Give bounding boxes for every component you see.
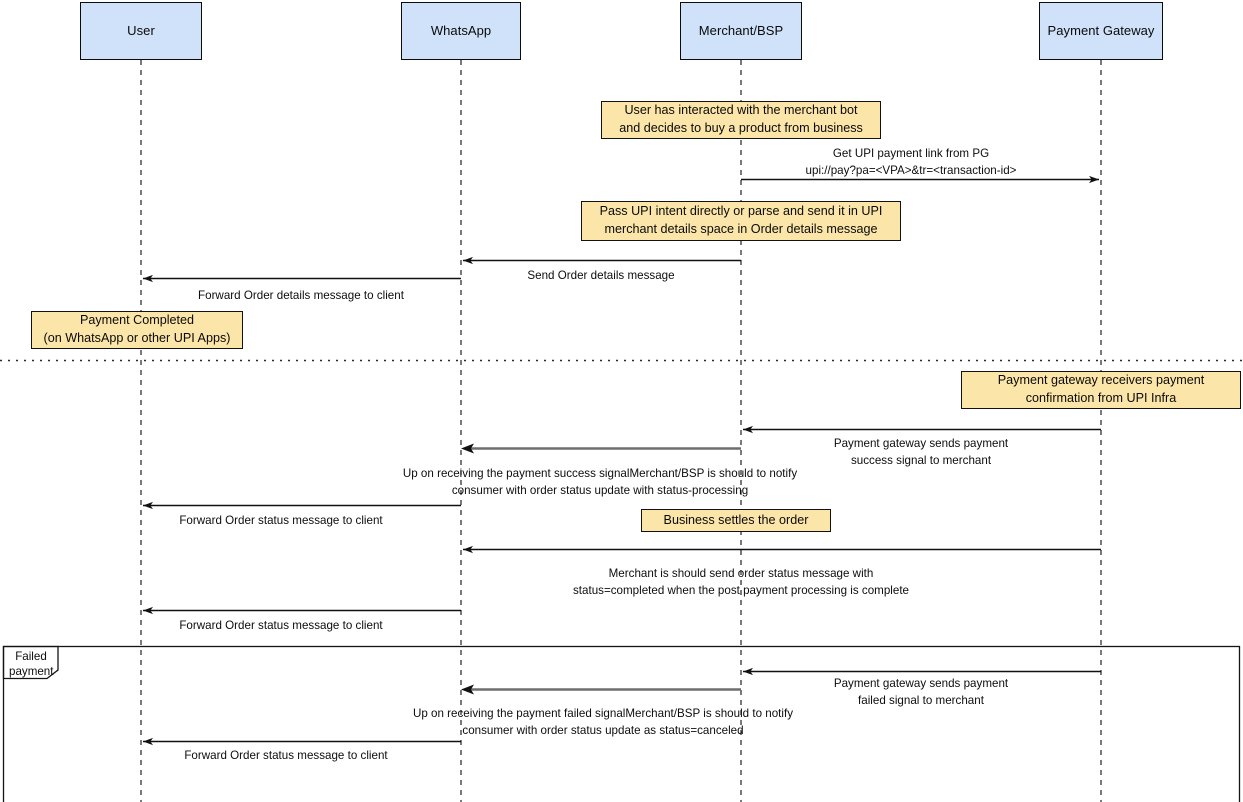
actor-merchant[interactable]: Merchant/BSP [680,2,802,60]
fragment-failed-payment-label: Failed payment [4,647,58,678]
label-forward-order-details: Forward Order details message to client [141,288,461,305]
label-order-status-completed: Merchant is should send order status mes… [441,566,1041,599]
label-gateway-failed-signal: Payment gateway sends payment failed sig… [741,676,1101,709]
note-payment-completed-line-1: Payment Completed [79,313,195,328]
fragment-failed-payment-box [2,645,1241,802]
label-gateway-failed-signal-line-1: Payment gateway sends payment [833,677,1009,690]
label-send-order-details: Send Order details message [461,268,741,285]
label-get-upi-link: Get UPI payment link from PG upi://pay?p… [721,146,1101,179]
label-forward-status-processing-line-1: Forward Order status message to client [179,514,383,527]
fragment-failed-payment-label-line-1: Failed [15,650,47,663]
label-notify-processing-line-2: consumer with order status update with s… [451,483,749,497]
fragment-failed-payment-label-line-2: payment [9,665,54,679]
label-forward-status-processing: Forward Order status message to client [121,513,441,530]
actor-whatsapp[interactable]: WhatsApp [401,2,521,60]
label-order-status-completed-line-2: status=completed when the post payment p… [572,583,910,597]
note-business-settles: Business settles the order [641,509,831,532]
actor-user[interactable]: User [80,2,202,60]
note-payment-completed-line-2: (on WhatsApp or other UPI Apps) [43,331,231,345]
note-user-interacted-line-2: and decides to buy a product from busine… [619,121,863,135]
label-notify-processing-line-1: Up on receiving the payment success sign… [402,467,798,480]
label-gateway-success-signal: Payment gateway sends payment success si… [741,436,1101,469]
arrowhead-notify-canceled [461,684,474,695]
label-send-order-details-line-1: Send Order details message [527,269,675,282]
label-notify-processing: Up on receiving the payment success sign… [380,466,820,499]
note-user-interacted: User has interacted with the merchant bo… [601,101,881,139]
actor-payment-gateway[interactable]: Payment Gateway [1039,2,1163,60]
label-forward-status-completed-line-1: Forward Order status message to client [179,619,383,632]
note-gateway-confirmation-line-2: confirmation from UPI Infra [1025,391,1177,405]
label-order-status-completed-line-1: Merchant is should send order status mes… [608,567,874,580]
note-pass-upi-intent-line-2: merchant details space in Order details … [604,222,878,236]
actor-user-label: User [127,22,155,38]
note-pass-upi-intent: Pass UPI intent directly or parse and se… [581,201,901,241]
label-get-upi-link-line-1: Get UPI payment link from PG [832,147,990,160]
actor-payment-gateway-label: Payment Gateway [1047,22,1155,38]
arrowhead-notify-processing [461,443,474,454]
label-forward-status-canceled-line-1: Forward Order status message to client [184,749,388,762]
label-forward-status-canceled: Forward Order status message to client [126,748,446,765]
note-gateway-confirmation: Payment gateway receivers payment confir… [961,371,1241,409]
actor-merchant-label: Merchant/BSP [698,22,784,38]
fragment-label-tab [2,645,59,680]
label-gateway-success-signal-line-1: Payment gateway sends payment [833,437,1009,450]
message-arrows [143,175,1101,746]
note-payment-completed: Payment Completed (on WhatsApp or other … [31,311,243,349]
lifelines [140,60,1102,802]
label-notify-canceled-line-2: consumer with order status update as sta… [462,723,744,737]
label-gateway-success-signal-line-2: success signal to merchant [850,453,992,467]
note-pass-upi-intent-line-1: Pass UPI intent directly or parse and se… [599,204,883,219]
label-notify-canceled-line-1: Up on receiving the payment failed signa… [412,707,794,720]
note-business-settles-line-1: Business settles the order [663,512,809,527]
note-user-interacted-line-1: User has interacted with the merchant bo… [624,103,858,118]
label-get-upi-link-line-2: upi://pay?pa=<VPA>&tr=<transaction-id> [805,163,1017,177]
actor-whatsapp-label: WhatsApp [430,22,492,38]
label-forward-status-completed: Forward Order status message to client [121,618,441,635]
label-forward-order-details-line-1: Forward Order details message to client [198,289,404,302]
label-gateway-failed-signal-line-2: failed signal to merchant [858,693,984,707]
note-gateway-confirmation-line-1: Payment gateway receivers payment [997,373,1205,388]
label-notify-canceled: Up on receiving the payment failed signa… [383,706,823,739]
